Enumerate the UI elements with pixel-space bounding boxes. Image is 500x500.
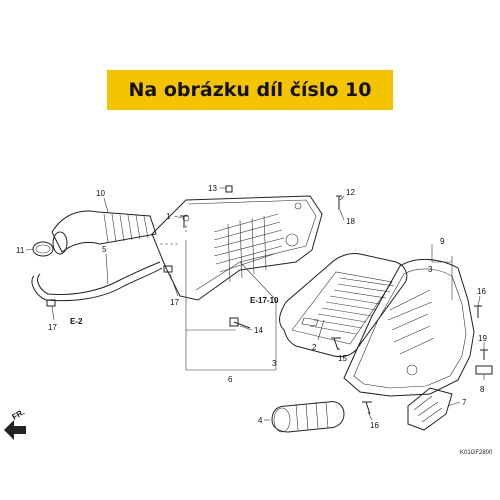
diagram-code: K01GF2800	[460, 450, 493, 456]
direction-label: FR.	[11, 407, 27, 421]
banner-text: Na obrázku díl číslo 10	[128, 79, 372, 101]
callout-17-left: 17	[48, 323, 57, 332]
callout-3-right: 3	[428, 265, 433, 274]
resonator-part	[407, 387, 453, 431]
highlight-banner: Na obrázku díl číslo 10	[107, 70, 393, 110]
callout-10: 10	[96, 189, 105, 198]
air-cleaner-case-part	[343, 259, 475, 397]
callout-18: 18	[346, 217, 355, 226]
callout-15: 15	[338, 354, 347, 363]
air-filter-element-part	[279, 253, 408, 358]
intake-duct-part	[271, 401, 345, 433]
callout-11: 11	[16, 246, 25, 255]
callout-17-right: 17	[170, 298, 179, 307]
callout-6: 6	[228, 375, 233, 384]
callout-2: 2	[312, 343, 317, 352]
callout-3-left: 3	[272, 359, 277, 368]
callout-13: 13	[208, 184, 217, 193]
intake-tube-part	[51, 210, 157, 255]
callout-16-right: 16	[477, 287, 486, 296]
callout-9: 9	[440, 237, 445, 246]
reference-e-17-10: E-17-10	[250, 296, 279, 305]
callout-16-bottom: 16	[370, 421, 379, 430]
bolt-part	[180, 185, 493, 415]
reference-e-2: E-2	[70, 317, 83, 326]
callout-8: 8	[480, 385, 485, 394]
breather-hose-part	[31, 261, 163, 302]
callout-19: 19	[478, 334, 487, 343]
callout-14: 14	[254, 326, 263, 335]
clip-part	[46, 265, 173, 307]
clamp-part	[32, 241, 54, 257]
leader-lines	[25, 187, 485, 421]
callout-1: 1	[166, 212, 171, 221]
direction-arrow-icon	[4, 420, 26, 440]
callout-4: 4	[258, 416, 263, 425]
callout-5: 5	[102, 245, 107, 254]
air-cleaner-housing-part	[151, 195, 323, 301]
callout-12: 12	[346, 188, 355, 197]
callout-7: 7	[462, 398, 467, 407]
